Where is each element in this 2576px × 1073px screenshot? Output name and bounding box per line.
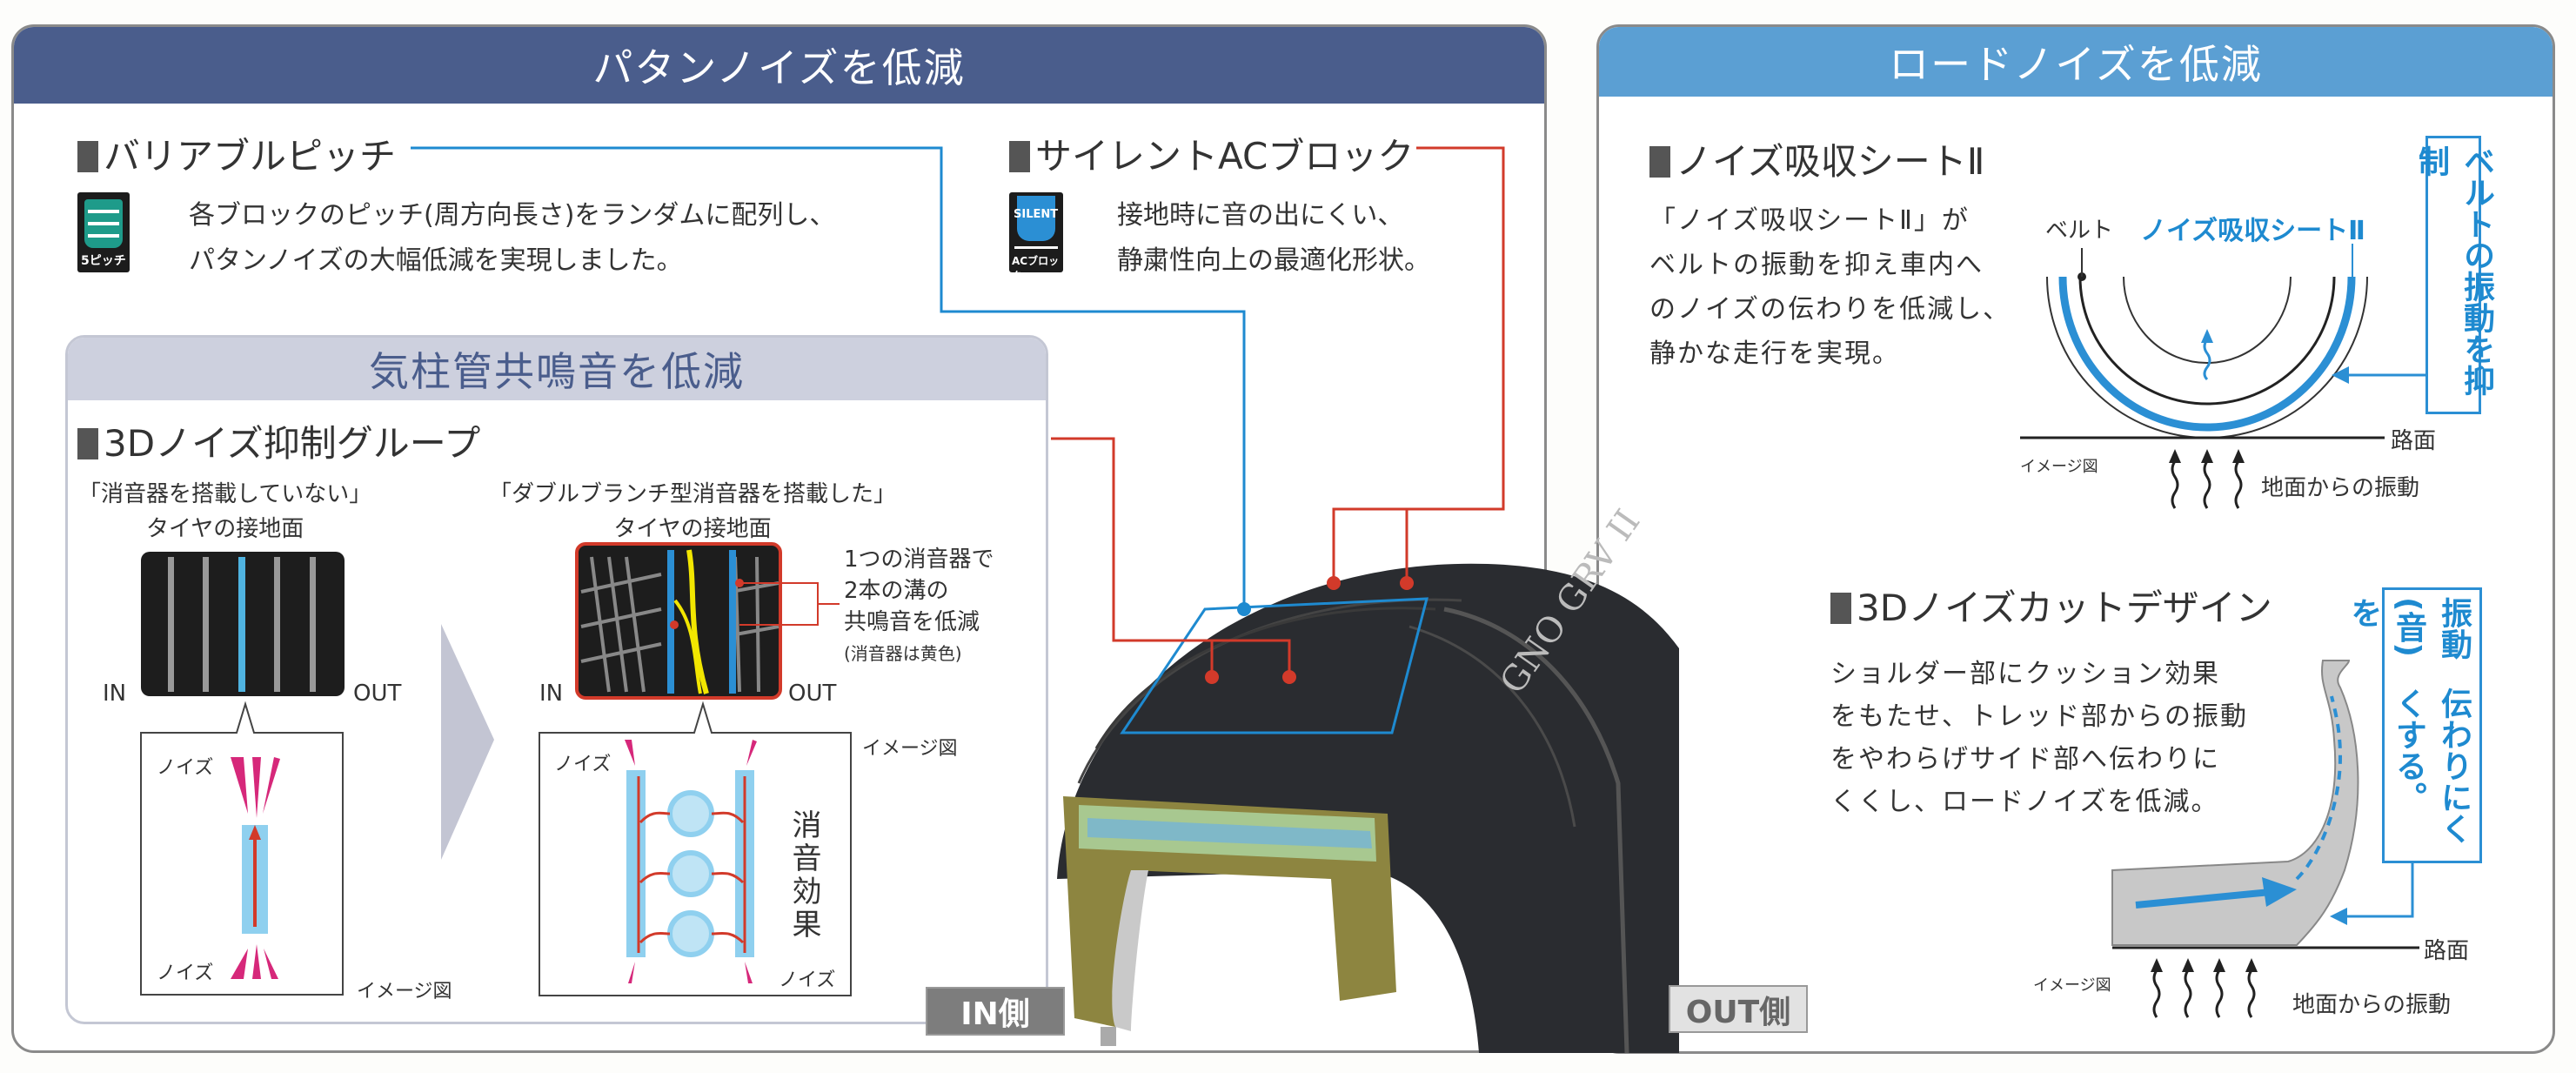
marker-dot [1205, 670, 1219, 684]
connector-variable-pitch [411, 146, 1246, 609]
road-surface-label: 路面 [2424, 938, 2470, 964]
variable-pitch-description: 各ブロックのピッチ(周方向長さ)をランダムに配列し、 パタンノイズの大幅低減を実… [189, 200, 836, 276]
shoulder-cut-diagram [2111, 660, 2419, 1018]
in-label-right: IN [539, 681, 564, 707]
marker-dot [1327, 576, 1341, 590]
noise-cut-description: ショルダー部にクッション効果 をもたせ、トレッド部からの振動 をやわらげサイド部… [1830, 659, 2248, 817]
connector-silent-ac [1332, 146, 1505, 581]
out-label-right: OUT [788, 681, 837, 707]
five-pitch-icon: 5ピッチ [77, 192, 130, 272]
in-side-tag: IN側 [926, 987, 1065, 1036]
transition-arrow [441, 624, 494, 860]
marker-dot [1237, 602, 1251, 616]
road-noise-panel: ロードノイズを低減 [1596, 24, 2555, 1054]
five-pitch-icon-label: 5ピッチ [81, 254, 126, 268]
noise-label: ノイズ [554, 754, 612, 775]
connector-3d-noise [1051, 437, 1291, 675]
tire-illustration: GNO GRV II [1057, 503, 1679, 1054]
ground-vibration-label: 地面からの振動 [2292, 992, 2452, 1018]
image-label: イメージ図 [2033, 976, 2111, 995]
silencer-diagram [625, 740, 757, 983]
marker-dot [1282, 670, 1296, 684]
belt-vibration-callout: ベルトの振動を抑制 [2413, 136, 2494, 414]
vibration-transfer-callout: 振動(音)を 伝わりにくくする。 [2345, 587, 2482, 863]
resonance-header: 気柱管共鳴音を低減 [68, 338, 1046, 400]
variable-pitch-heading: バリアブルピッチ [77, 127, 396, 180]
noise-label: ノイズ [157, 757, 214, 779]
road-noise-header: ロードノイズを低減 [1599, 27, 2553, 97]
silent-ac-icon: SILENT ACブロック [1009, 192, 1063, 282]
road-surface-label: 路面 [2391, 428, 2437, 454]
pattern-noise-header: パタンノイズを低減 [14, 27, 1544, 104]
3d-noise-group-heading: 3Dノイズ抑制グループ [77, 414, 480, 467]
noise-label: ノイズ [779, 969, 836, 991]
callout-double-branch [539, 701, 852, 996]
image-label: イメージ図 [2020, 458, 2098, 476]
noise-label: ノイズ [157, 962, 214, 984]
ac-block-icon-text: ACブロック [1012, 255, 1060, 282]
image-label: イメージ図 [357, 981, 452, 1003]
noise-sheet-description: 「ノイズ吸収シートⅡ」が ベルトの振動を抑え車内へ のノイズの伝わりを低減し、 … [1649, 205, 2011, 369]
out-side-tag: OUT側 [1669, 985, 1808, 1033]
silencer-note: 1つの消音器で 2本の溝の 共鳴音を低減 (消音器は黄色) [844, 547, 994, 664]
tread-no-silencer [141, 552, 345, 696]
double-branch-caption: 「ダブルブランチ型消音器を搭載した」 タイヤの接地面 [489, 481, 897, 542]
tread-double-branch [575, 542, 840, 700]
road-noise-title: ロードノイズを低減 [1889, 41, 2263, 88]
ground-vibration-label: 地面からの振動 [2261, 475, 2420, 501]
in-label-left: IN [103, 681, 127, 707]
noise-sheet-heading: ノイズ吸収シートⅡ [1649, 132, 1984, 185]
silent-ac-description: 接地時に音の出にくい、 静粛性向上の最適化形状。 [1117, 200, 1430, 276]
3d-noise-cut-heading: 3Dノイズカットデザイン [1830, 579, 2272, 632]
resonance-title: 気柱管共鳴音を低減 [369, 348, 745, 395]
marker-dot [1400, 576, 1414, 590]
noise-sheet-label: ノイズ吸収シートⅡ [2140, 216, 2365, 246]
belt-label: ベルト [2045, 218, 2114, 244]
no-silencer-caption: 「消音器を搭載していない」 タイヤの接地面 [78, 481, 372, 542]
silent-icon-text: SILENT [1014, 208, 1059, 221]
image-label: イメージ図 [862, 738, 958, 760]
silencing-effect-label: 消音効果 [786, 809, 821, 942]
pattern-noise-title: パタンノイズを低減 [592, 44, 966, 91]
silent-ac-heading: サイレントACブロック [1009, 127, 1414, 180]
out-label-left: OUT [353, 681, 402, 707]
